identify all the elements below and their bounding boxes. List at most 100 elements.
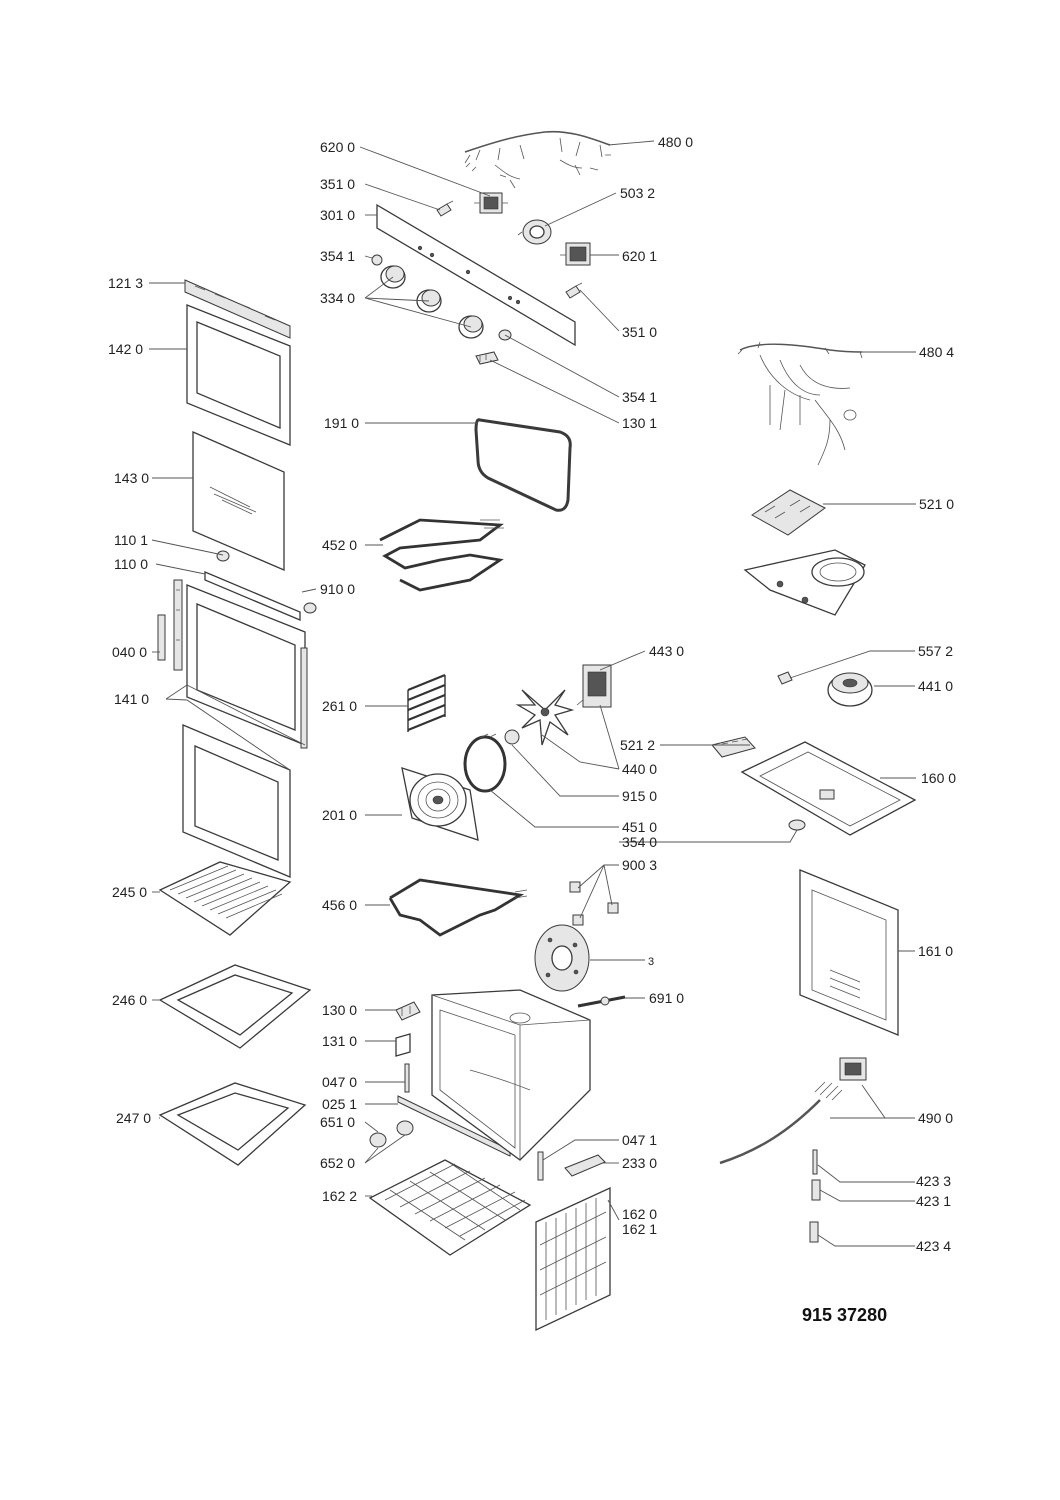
label-521-0: 521 0 — [919, 496, 954, 512]
label-354-1-right: 354 1 — [622, 389, 657, 405]
fan-motor-443-0 — [576, 664, 612, 708]
oven-cavity — [431, 989, 591, 1161]
label-130-1: 130 1 — [622, 415, 657, 431]
part-233-0 — [564, 1154, 606, 1177]
callout-labels: 620 0 480 0 351 0 503 2 301 0 354 1 620 … — [108, 134, 956, 1325]
label-480-4: 480 4 — [919, 344, 954, 360]
bracket-131-0 — [395, 1033, 411, 1057]
label-423-4: 423 4 — [916, 1238, 951, 1254]
lower-heating-element-456-0 — [388, 878, 528, 937]
label-261-0: 261 0 — [322, 698, 357, 714]
label-557-2: 557 2 — [918, 643, 953, 659]
lamp-holder-351-0-top — [436, 200, 454, 217]
label-521-2: 521 2 — [620, 737, 655, 753]
label-160-0: 160 0 — [921, 770, 956, 786]
outer-door-glass-142-0 — [186, 304, 291, 446]
label-443-0: 443 0 — [649, 643, 684, 659]
wiring-harness-480-4 — [737, 341, 863, 466]
label-480-0: 480 0 — [658, 134, 693, 150]
grill-rack-245-0 — [158, 861, 292, 936]
shelf-supports-261-0 — [407, 673, 446, 732]
fan-blade-440-0 — [515, 689, 575, 746]
selector-switch-620-0 — [474, 192, 508, 214]
label-233-0: 233 0 — [622, 1155, 657, 1171]
label-456-0: 456 0 — [322, 897, 357, 913]
top-heating-element-452-0 — [379, 518, 504, 592]
module-521-2 — [711, 736, 756, 758]
side-rack-162-0 — [535, 1186, 611, 1332]
label-040-0: 040 0 — [112, 644, 147, 660]
label-354-1-top: 354 1 — [320, 248, 355, 264]
label-162-2: 162 2 — [322, 1188, 357, 1204]
label-110-0: 110 0 — [114, 556, 148, 572]
back-panel-161-0 — [799, 869, 899, 1036]
label-047-1: 047 1 — [622, 1132, 657, 1148]
bumper-910-0 — [303, 602, 317, 614]
label-162-1: 162 1 — [622, 1221, 657, 1237]
fan-plate-3 — [534, 924, 590, 992]
wiring-harness-top — [464, 130, 611, 189]
leader-lines — [149, 140, 916, 1247]
door-profile-110-0 — [204, 571, 301, 621]
oven-door-seal-191-0 — [474, 418, 572, 512]
door-top-trim-121-3 — [184, 279, 291, 339]
label-620-1: 620 1 — [622, 248, 657, 264]
diagram-code: 915 37280 — [802, 1305, 887, 1325]
cooling-fan-441-0 — [827, 672, 873, 707]
label-025-1: 025 1 — [322, 1096, 357, 1112]
electronic-board-521-0 — [751, 489, 826, 536]
label-691-0: 691 0 — [649, 990, 684, 1006]
label-141-0: 141 0 — [114, 691, 149, 707]
label-351-0-top: 351 0 — [320, 176, 355, 192]
label-047-0: 047 0 — [322, 1074, 357, 1090]
label-142-0: 142 0 — [108, 341, 143, 357]
label-354-0: 354 0 — [622, 834, 657, 850]
label-162-0: 162 0 — [622, 1206, 657, 1222]
timer-503-2 — [517, 219, 552, 245]
label-246-0: 246 0 — [112, 992, 147, 1008]
selector-switch-620-1 — [560, 242, 591, 266]
trim-025-1 — [397, 1095, 511, 1157]
label-130-0: 130 0 — [322, 1002, 357, 1018]
parts-423 — [809, 1149, 821, 1243]
label-334-0: 334 0 — [320, 290, 355, 306]
label-201-0: 201 0 — [322, 807, 357, 823]
label-503-2: 503 2 — [620, 185, 655, 201]
label-452-0: 452 0 — [322, 537, 357, 553]
label-440-0: 440 0 — [622, 761, 657, 777]
lamp-holder-351-0-right — [565, 282, 583, 299]
top-panel-160-0 — [740, 741, 917, 836]
label-301-0: 301 0 — [320, 207, 355, 223]
fan-mounting-plate — [743, 549, 866, 616]
label-143-0: 143 0 — [114, 470, 149, 486]
label-490-0: 490 0 — [918, 1110, 953, 1126]
label-247-0: 247 0 — [116, 1110, 151, 1126]
sensor-130-0 — [395, 1001, 421, 1021]
label-131-0: 131 0 — [322, 1033, 357, 1049]
oven-rack-162-2 — [368, 1159, 532, 1256]
circular-element-451-0 — [463, 733, 507, 793]
label-651-0: 651 0 — [320, 1114, 355, 1130]
label-910-0: 910 0 — [320, 581, 355, 597]
part-557-2 — [777, 671, 793, 685]
label-915-0: 915 0 — [622, 788, 657, 804]
label-3: 3 — [648, 956, 654, 968]
label-652-0: 652 0 — [320, 1155, 355, 1171]
knob-354-1-small — [371, 254, 383, 266]
label-161-0: 161 0 — [918, 943, 953, 959]
part-047-0 — [404, 1063, 410, 1093]
label-351-0-right: 351 0 — [622, 324, 657, 340]
label-110-1: 110 1 — [114, 532, 148, 548]
door-bumper-110-1 — [216, 550, 230, 562]
control-panel-301-0 — [376, 203, 576, 347]
label-620-0: 620 0 — [320, 139, 355, 155]
label-191-0: 191 0 — [324, 415, 359, 431]
label-423-1: 423 1 — [916, 1193, 951, 1209]
hinges-040-0 — [157, 579, 183, 671]
clips-900-3 — [569, 881, 619, 926]
inner-door-glass-143-0 — [192, 431, 285, 571]
inner-door-panel-141-0 — [182, 724, 291, 878]
parts-651-0-652-0 — [369, 1120, 414, 1148]
deep-tray-247-0 — [158, 1082, 307, 1166]
